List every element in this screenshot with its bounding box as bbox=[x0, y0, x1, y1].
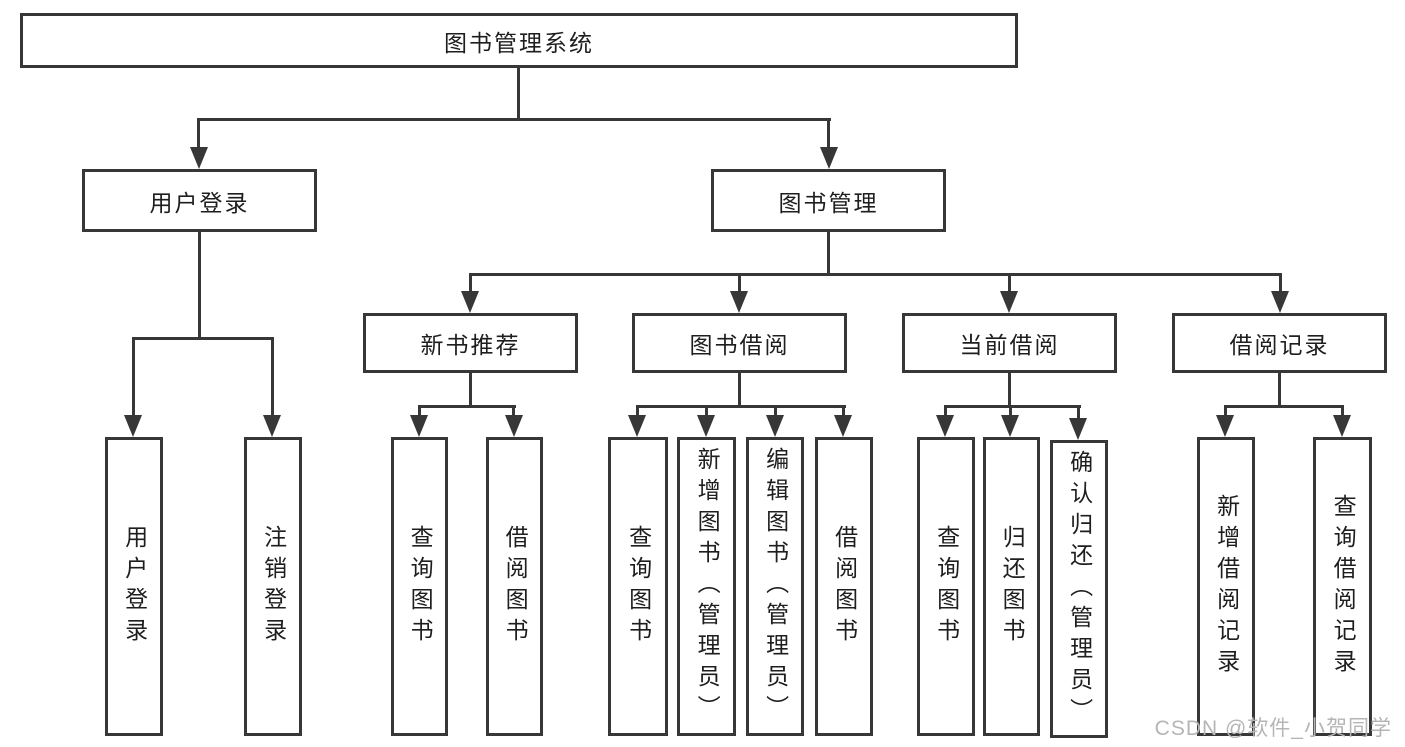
connector-stem bbox=[198, 232, 201, 337]
connector-drop bbox=[1341, 405, 1344, 415]
connector-drop bbox=[944, 405, 947, 415]
connector-drop bbox=[1077, 405, 1080, 418]
connector-bar bbox=[418, 405, 516, 408]
connector-stem bbox=[517, 68, 520, 118]
leaf-recommend-borrow-books: 借阅图书 bbox=[486, 437, 543, 736]
connector-drop bbox=[827, 118, 830, 147]
arrowhead-down-icon bbox=[1216, 415, 1234, 437]
connector-drop bbox=[418, 405, 421, 415]
connector-drop bbox=[774, 405, 777, 415]
connector-stem bbox=[469, 373, 472, 405]
node-label: 借阅图书 bbox=[502, 524, 529, 649]
leaf-borrowing-query-books: 查询图书 bbox=[608, 437, 668, 736]
arrowhead-down-icon bbox=[820, 147, 838, 169]
leaf-borrowing-add-books-admin: 新增图书（管理员） bbox=[677, 437, 736, 736]
connector-bar bbox=[132, 337, 274, 340]
leaf-current-return-books: 归还图书 bbox=[983, 437, 1040, 736]
arrowhead-down-icon bbox=[628, 415, 646, 437]
connector-stem bbox=[827, 232, 830, 273]
node-label: 编辑图书（管理员） bbox=[762, 447, 789, 726]
node-label: 借阅图书 bbox=[831, 524, 858, 649]
connector-drop bbox=[636, 405, 639, 415]
connector-drop bbox=[1009, 405, 1012, 415]
node-label: 新增图书（管理员） bbox=[694, 447, 721, 726]
node-label: 查询图书 bbox=[933, 524, 960, 649]
connector-drop bbox=[469, 273, 472, 291]
node-new-book-recommendation: 新书推荐 bbox=[363, 313, 578, 373]
connector-drop bbox=[197, 118, 200, 147]
arrowhead-down-icon bbox=[1333, 415, 1351, 437]
connector-drop bbox=[1279, 273, 1282, 291]
connector-bar bbox=[636, 405, 846, 408]
node-label: 归还图书 bbox=[999, 524, 1026, 649]
connector-stem bbox=[1278, 373, 1281, 405]
node-book-management: 图书管理 bbox=[711, 169, 946, 232]
connector-drop bbox=[512, 405, 515, 415]
node-borrowing-records: 借阅记录 bbox=[1172, 313, 1387, 373]
arrowhead-down-icon bbox=[1271, 291, 1289, 313]
connector-drop bbox=[705, 405, 708, 415]
arrowhead-down-icon bbox=[190, 147, 208, 169]
leaf-records-query-borrow-record: 查询借阅记录 bbox=[1313, 437, 1372, 736]
arrowhead-down-icon bbox=[834, 415, 852, 437]
arrowhead-down-icon bbox=[766, 415, 784, 437]
node-label: 查询借阅记录 bbox=[1330, 493, 1357, 680]
node-label: 用户登录 bbox=[149, 189, 250, 216]
node-label: 查询图书 bbox=[407, 524, 434, 649]
leaf-borrowing-edit-books-admin: 编辑图书（管理员） bbox=[746, 437, 804, 736]
node-label: 确认归还（管理员） bbox=[1066, 449, 1093, 729]
node-label: 注销登录 bbox=[260, 524, 287, 649]
node-book-borrowing: 图书借阅 bbox=[632, 313, 847, 373]
leaf-borrowing-borrow-books: 借阅图书 bbox=[815, 437, 873, 736]
leaf-current-confirm-return-admin: 确认归还（管理员） bbox=[1050, 440, 1108, 738]
node-label: 借阅记录 bbox=[1229, 332, 1330, 358]
arrowhead-down-icon bbox=[124, 415, 142, 437]
connector-drop bbox=[271, 337, 274, 415]
node-root-library-management-system: 图书管理系统 bbox=[20, 13, 1018, 68]
arrowhead-down-icon bbox=[505, 415, 523, 437]
connector-stem bbox=[1008, 373, 1011, 405]
arrowhead-down-icon bbox=[263, 415, 281, 437]
node-label: 新增借阅记录 bbox=[1213, 493, 1240, 680]
leaf-logout: 注销登录 bbox=[244, 437, 302, 736]
connector-drop bbox=[1224, 405, 1227, 415]
arrowhead-down-icon bbox=[410, 415, 428, 437]
connector-drop bbox=[132, 337, 135, 415]
node-label: 图书管理系统 bbox=[444, 29, 594, 56]
connector-bar bbox=[469, 273, 1282, 276]
arrowhead-down-icon bbox=[697, 415, 715, 437]
arrowhead-down-icon bbox=[1069, 418, 1087, 440]
node-current-borrowing: 当前借阅 bbox=[902, 313, 1117, 373]
node-label: 图书管理 bbox=[778, 189, 879, 216]
node-label: 新书推荐 bbox=[420, 332, 521, 358]
node-label: 当前借阅 bbox=[959, 332, 1060, 358]
connector-drop bbox=[842, 405, 845, 415]
leaf-recommend-query-books: 查询图书 bbox=[391, 437, 448, 736]
arrowhead-down-icon bbox=[1000, 291, 1018, 313]
connector-drop bbox=[738, 273, 741, 291]
connector-drop bbox=[1008, 273, 1011, 291]
leaf-user-login: 用户登录 bbox=[105, 437, 163, 736]
arrowhead-down-icon bbox=[936, 415, 954, 437]
node-label: 查询图书 bbox=[625, 524, 652, 649]
leaf-current-query-books: 查询图书 bbox=[917, 437, 975, 736]
connector-stem bbox=[738, 373, 741, 405]
connector-bar bbox=[944, 405, 1081, 408]
node-label: 图书借阅 bbox=[689, 332, 790, 358]
connector-bar bbox=[1224, 405, 1344, 408]
csdn-watermark: CSDN @软件_小贺同学 bbox=[1154, 717, 1392, 740]
arrowhead-down-icon bbox=[1001, 415, 1019, 437]
arrowhead-down-icon bbox=[730, 291, 748, 313]
connector-bar bbox=[197, 118, 831, 121]
node-user-login: 用户登录 bbox=[82, 169, 317, 232]
node-label: 用户登录 bbox=[121, 524, 148, 649]
arrowhead-down-icon bbox=[461, 291, 479, 313]
leaf-records-add-borrow-record: 新增借阅记录 bbox=[1197, 437, 1255, 736]
